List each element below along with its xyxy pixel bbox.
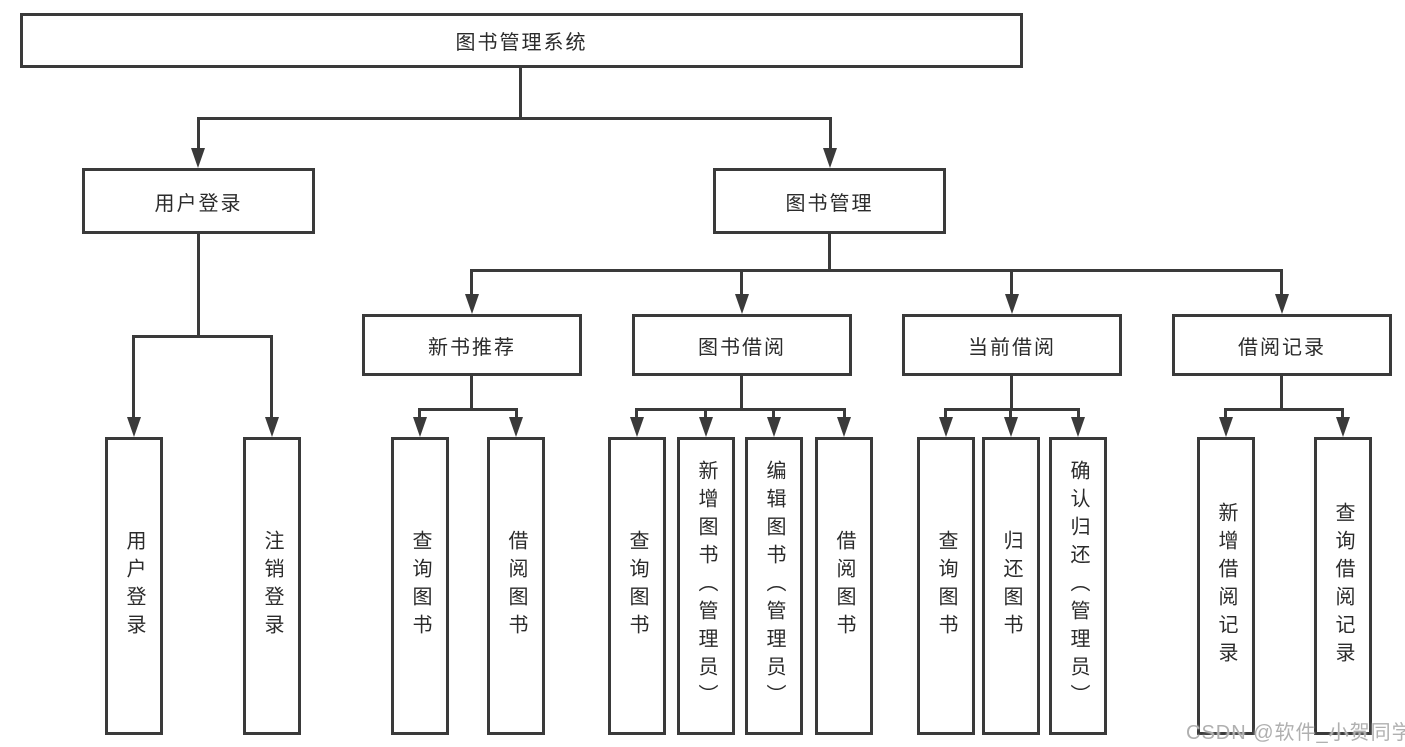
arrowhead-down-icon <box>630 417 644 437</box>
node-book-borrow: 图书借阅 <box>632 314 852 376</box>
leaf-add-borrow-record: 新增借阅记录 <box>1197 437 1255 735</box>
connector-line <box>197 117 832 120</box>
node-user-login: 用户登录 <box>82 168 315 234</box>
connector-line <box>1009 408 1012 420</box>
connector-line <box>740 376 743 411</box>
leaf-label: 查询借阅记录 <box>1332 502 1354 670</box>
arrowhead-down-icon <box>1219 417 1233 437</box>
connector-line <box>418 408 421 420</box>
connector-line <box>740 269 743 296</box>
connector-line <box>1341 408 1344 420</box>
node-library-management-system: 图书管理系统 <box>20 13 1023 68</box>
leaf-label: 查询图书 <box>409 530 431 642</box>
connector-line <box>470 376 473 411</box>
connector-line <box>519 68 522 118</box>
arrowhead-down-icon <box>1004 417 1018 437</box>
node-current-borrow: 当前借阅 <box>902 314 1122 376</box>
leaf-confirm-return-admin: 确认归还（管理员） <box>1049 437 1107 735</box>
leaf-label: 归还图书 <box>1000 530 1022 642</box>
connector-line <box>1010 376 1013 411</box>
arrowhead-down-icon <box>509 417 523 437</box>
leaf-label: 查询图书 <box>935 530 957 642</box>
connector-line <box>197 234 200 337</box>
connector-line <box>197 117 200 153</box>
arrowhead-down-icon <box>127 417 141 437</box>
connector-line <box>270 335 273 419</box>
connector-line <box>470 269 473 296</box>
node-new-book-recommend: 新书推荐 <box>362 314 582 376</box>
connector-line <box>418 408 518 411</box>
leaf-query-borrow-record: 查询借阅记录 <box>1314 437 1372 735</box>
leaf-label: 借阅图书 <box>833 530 855 642</box>
leaf-label: 确认归还（管理员） <box>1067 460 1089 712</box>
leaf-label: 借阅图书 <box>505 530 527 642</box>
leaf-user-login: 用户登录 <box>105 437 163 735</box>
connector-line <box>1280 376 1283 411</box>
connector-line <box>772 408 775 420</box>
leaf-edit-book-admin: 编辑图书（管理员） <box>745 437 803 735</box>
arrowhead-down-icon <box>735 294 749 314</box>
leaf-label: 用户登录 <box>123 530 145 642</box>
arrowhead-down-icon <box>939 417 953 437</box>
arrowhead-down-icon <box>465 294 479 314</box>
connector-line <box>944 408 1080 411</box>
arrowhead-down-icon <box>699 417 713 437</box>
leaf-return-book: 归还图书 <box>982 437 1040 735</box>
node-borrow-record: 借阅记录 <box>1172 314 1392 376</box>
leaf-recommend-query-book: 查询图书 <box>391 437 449 735</box>
arrowhead-down-icon <box>1336 417 1350 437</box>
connector-line <box>1077 408 1080 420</box>
arrowhead-down-icon <box>767 417 781 437</box>
leaf-label: 新增图书（管理员） <box>695 460 717 712</box>
leaf-add-book-admin: 新增图书（管理员） <box>677 437 735 735</box>
leaf-current-query-book: 查询图书 <box>917 437 975 735</box>
leaf-recommend-borrow-book: 借阅图书 <box>487 437 545 735</box>
connector-line <box>944 408 947 420</box>
arrowhead-down-icon <box>191 148 205 168</box>
node-book-management: 图书管理 <box>713 168 946 234</box>
arrowhead-down-icon <box>1071 417 1085 437</box>
connector-line <box>1224 408 1227 420</box>
arrowhead-down-icon <box>823 148 837 168</box>
leaf-label: 新增借阅记录 <box>1215 502 1237 670</box>
connector-line <box>828 234 831 272</box>
connector-line <box>1280 269 1283 296</box>
arrowhead-down-icon <box>837 417 851 437</box>
connector-line <box>515 408 518 420</box>
leaf-label: 查询图书 <box>626 530 648 642</box>
connector-line <box>132 335 135 419</box>
connector-line <box>635 408 638 420</box>
leaf-label: 编辑图书（管理员） <box>763 460 785 712</box>
connector-line <box>470 269 1283 272</box>
connector-line <box>132 335 273 338</box>
connector-line <box>1224 408 1344 411</box>
arrowhead-down-icon <box>1005 294 1019 314</box>
connector-line <box>1010 269 1013 296</box>
csdn-watermark: CSDN @软件_小贺同学 <box>1186 722 1405 744</box>
leaf-label: 注销登录 <box>261 530 283 642</box>
arrowhead-down-icon <box>1275 294 1289 314</box>
connector-line <box>829 117 832 153</box>
connector-line <box>704 408 707 420</box>
leaf-borrow-query-book: 查询图书 <box>608 437 666 735</box>
leaf-borrow-book: 借阅图书 <box>815 437 873 735</box>
leaf-logout: 注销登录 <box>243 437 301 735</box>
arrowhead-down-icon <box>413 417 427 437</box>
connector-line <box>843 408 846 420</box>
arrowhead-down-icon <box>265 417 279 437</box>
connector-line <box>635 408 846 411</box>
